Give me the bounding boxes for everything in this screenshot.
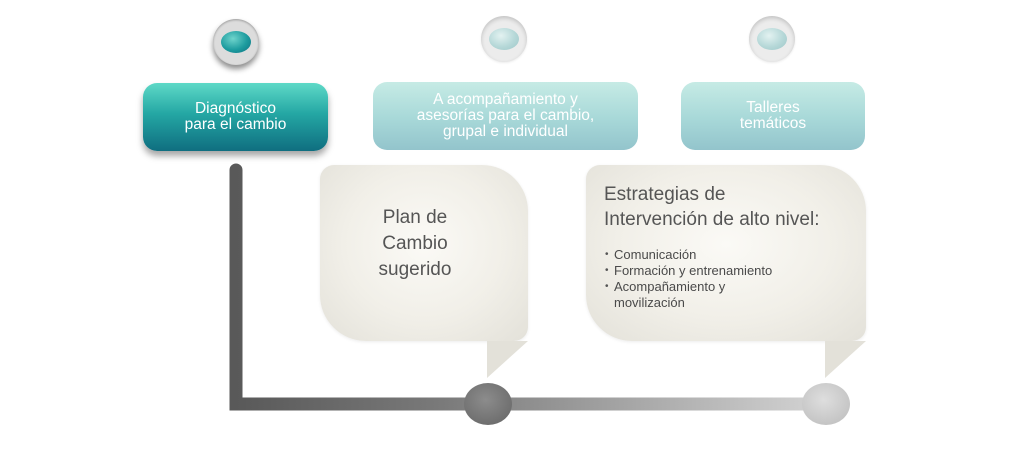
step-tab-talleres[interactable]: Talleres temáticos <box>681 82 865 150</box>
callout-plan-card <box>320 165 528 341</box>
timeline-node-strategies <box>802 383 850 425</box>
step-marker-acompanamiento <box>481 16 527 62</box>
callout-plan-title: Plan de Cambio sugerido <box>378 207 452 280</box>
callout-strategies-tail <box>825 341 866 378</box>
callout-strategies-title: Estrategias de Intervención de alto nive… <box>604 182 866 232</box>
step-tab-diagnostico[interactable]: Diagnóstico para el cambio <box>143 83 328 151</box>
step-marker-talleres <box>749 16 795 62</box>
step-marker-diagnostico <box>213 19 259 65</box>
callout-strategies-title-line1: Estrategias de <box>604 184 726 205</box>
step-tab-acompanamiento[interactable]: A acompañamiento y asesorías para el cam… <box>373 82 638 150</box>
step-tab-label: A acompañamiento y asesorías para el cam… <box>416 91 595 140</box>
timeline-node-plan <box>464 383 512 425</box>
strategies-list: Comunicación Formación y entrenamiento A… <box>605 247 855 311</box>
step-tab-label: Talleres temáticos <box>739 99 807 132</box>
step-marker-dot <box>757 28 787 50</box>
callout-plan: Plan de Cambio sugerido <box>320 165 530 380</box>
step-tab-label: Diagnóstico para el cambio <box>184 100 287 133</box>
callout-strategies: Estrategias de Intervención de alto nive… <box>586 165 868 380</box>
callout-plan-tail <box>487 341 528 378</box>
step-marker-dot <box>221 31 251 53</box>
connector-path <box>229 163 833 411</box>
strategies-list-item: Formación y entrenamiento <box>605 263 855 279</box>
strategies-list-item: Acompañamiento y movilización <box>605 279 855 311</box>
step-marker-dot <box>489 28 519 50</box>
callout-strategies-title-line2: Intervención de alto nivel: <box>604 209 820 230</box>
strategies-list-item: Comunicación <box>605 247 855 263</box>
